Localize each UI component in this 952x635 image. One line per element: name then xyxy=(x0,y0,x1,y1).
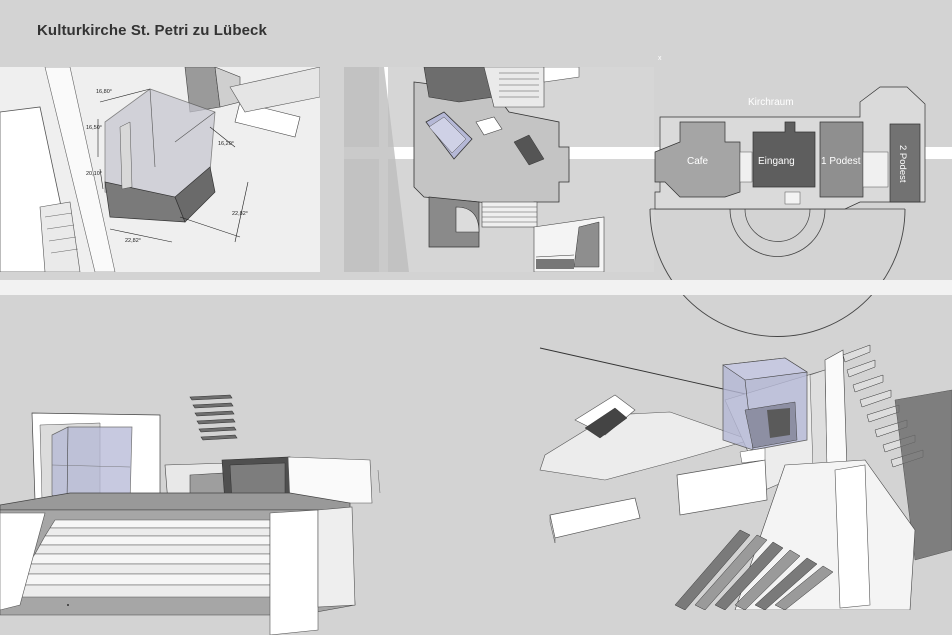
dimension-label: 22,82° xyxy=(232,211,248,217)
perspective-left-drawing xyxy=(0,394,381,635)
floorplan-marker: x xyxy=(658,55,662,62)
page-title: Kulturkirche St. Petri zu Lübeck xyxy=(37,22,267,39)
panel-plan-view xyxy=(344,67,654,272)
panel-perspective-right xyxy=(535,330,952,610)
panel-perspective-left xyxy=(0,385,400,635)
perspective-right-drawing xyxy=(539,344,952,610)
plan-view-drawing xyxy=(344,67,654,272)
panel-isometric-dimensions: 16,80° 16,50° 20,10° 16,20° 22,82° 22,82… xyxy=(0,67,320,272)
room-label-podest1: 1 Podest xyxy=(821,156,861,167)
dimension-label: 16,20° xyxy=(218,141,234,147)
dimension-label: 22,82° xyxy=(125,238,141,244)
room-podest2 xyxy=(889,123,921,203)
divider-band xyxy=(0,280,952,295)
room-eingang xyxy=(752,121,816,188)
room-podest1 xyxy=(819,121,864,198)
room-label-cafe: Cafe xyxy=(687,156,709,167)
panel-floorplan: x Kirchraum Cafe Eingang 1 Podest 2 Pode… xyxy=(645,42,952,372)
isometric-dimensions-drawing: 16,80° 16,50° 20,10° 16,20° 22,82° 22,82… xyxy=(0,67,320,272)
dimension-label: 16,80° xyxy=(96,89,112,95)
room-label-kirchraum: Kirchraum xyxy=(748,97,794,108)
room-label-eingang: Eingang xyxy=(758,156,795,167)
room-label-podest2: 2 Podest xyxy=(897,145,908,183)
floorplan-drawing: x Kirchraum Cafe Eingang 1 Podest 2 Pode… xyxy=(645,55,952,337)
dimension-label: 16,50° xyxy=(86,125,102,131)
dimension-label: 20,10° xyxy=(86,171,102,177)
